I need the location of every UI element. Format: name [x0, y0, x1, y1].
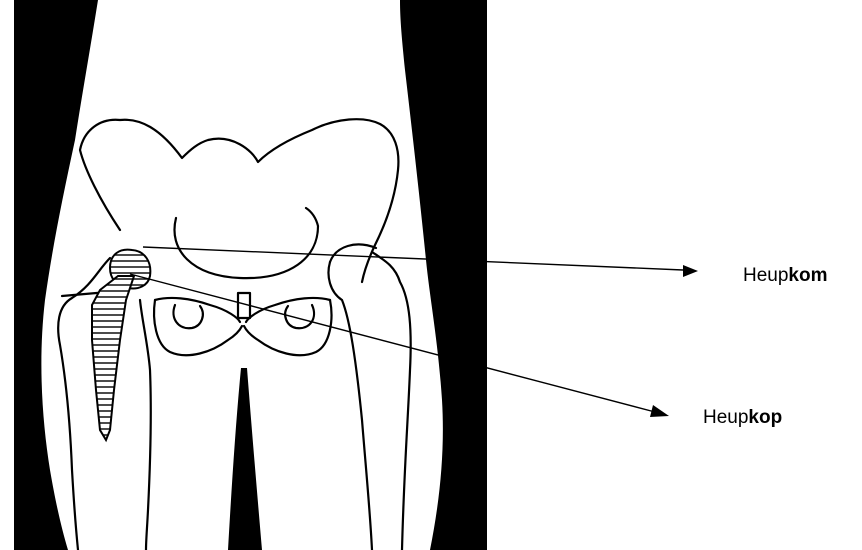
pelvis-outline	[80, 119, 398, 355]
heupkom-label-plain: Heup	[743, 265, 788, 286]
heupkop-label: Heupkop	[703, 407, 782, 429]
heupkom-label: Heupkom	[743, 265, 828, 287]
pointer-line-head	[130, 274, 669, 417]
pointer-line-socket	[143, 247, 698, 277]
body-silhouette	[14, 0, 487, 550]
right-femur	[329, 244, 411, 550]
heupkom-label-bold: kom	[788, 265, 827, 286]
heupkop-label-bold: kop	[748, 407, 782, 428]
heupkop-label-plain: Heup	[703, 407, 748, 428]
hip-prosthesis	[92, 250, 150, 440]
